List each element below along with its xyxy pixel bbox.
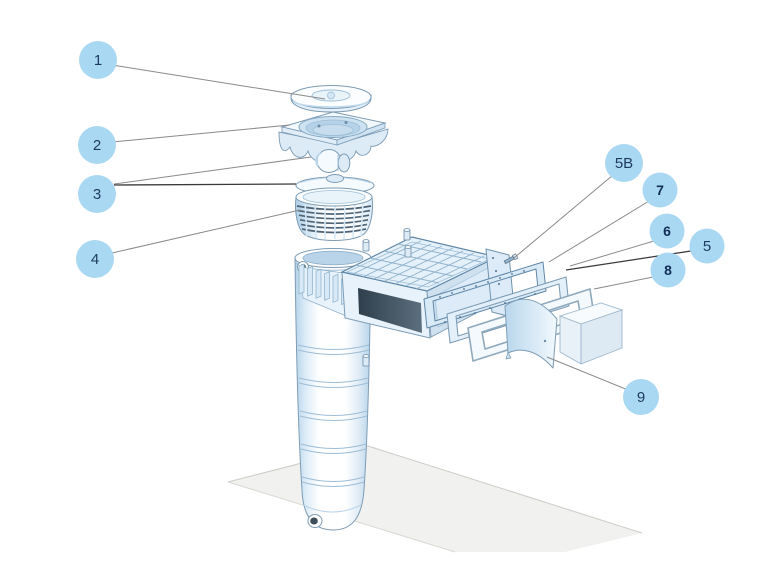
gasket-screw-holes bbox=[439, 270, 536, 323]
callout-5b-label: 5B bbox=[615, 155, 633, 172]
callout-6: 6 bbox=[649, 213, 685, 249]
callout-line-9 bbox=[546, 356, 629, 391]
callout-line-2 bbox=[111, 124, 291, 143]
callout-3: 3 bbox=[78, 175, 116, 213]
throat-mouth-opening bbox=[358, 288, 422, 333]
elbow-fitting bbox=[315, 149, 351, 173]
callout-5: 5 bbox=[689, 228, 725, 264]
callout-4: 4 bbox=[76, 240, 114, 278]
ground-plane bbox=[227, 445, 643, 553]
lid-cover bbox=[290, 85, 372, 113]
callout-line-4 bbox=[111, 209, 301, 254]
callout-line-5b bbox=[513, 174, 614, 259]
callout-5-label: 5 bbox=[703, 238, 711, 255]
callout-line-1 bbox=[111, 64, 326, 100]
strainer-basket bbox=[295, 187, 373, 241]
lid-frame bbox=[278, 111, 389, 163]
fixing-screws bbox=[362, 228, 519, 367]
callout-6-label: 6 bbox=[663, 223, 671, 239]
callout-4-label: 4 bbox=[91, 251, 99, 268]
callout-9-label: 9 bbox=[637, 389, 645, 406]
grating-grid bbox=[352, 240, 485, 290]
callout-7: 7 bbox=[642, 172, 678, 208]
callout-3-label: 3 bbox=[93, 186, 101, 203]
callout-8: 8 bbox=[650, 252, 686, 288]
tube-ring-bands bbox=[297, 344, 370, 487]
callout-2-label: 2 bbox=[93, 137, 101, 154]
callout-line-3b bbox=[113, 183, 297, 186]
callout-2: 2 bbox=[78, 126, 116, 164]
callout-7-label: 7 bbox=[656, 182, 664, 198]
drain-outlet bbox=[307, 514, 323, 528]
callout-bubbles: 1 2 3 4 5B 7 6 5 bbox=[76, 41, 725, 415]
callout-line-7 bbox=[548, 200, 650, 263]
callout-line-3a bbox=[113, 156, 312, 185]
callout-line-8 bbox=[593, 276, 654, 290]
callout-9: 9 bbox=[623, 379, 659, 415]
extension-box bbox=[558, 302, 624, 365]
callout-1: 1 bbox=[79, 41, 117, 79]
basket-ribs bbox=[304, 201, 364, 240]
weir-flap bbox=[504, 298, 558, 369]
callout-8-label: 8 bbox=[664, 262, 672, 278]
callout-1-label: 1 bbox=[94, 52, 102, 69]
callout-5b: 5B bbox=[605, 144, 643, 182]
callout-line-6 bbox=[569, 240, 655, 267]
callout-lines bbox=[111, 64, 692, 391]
